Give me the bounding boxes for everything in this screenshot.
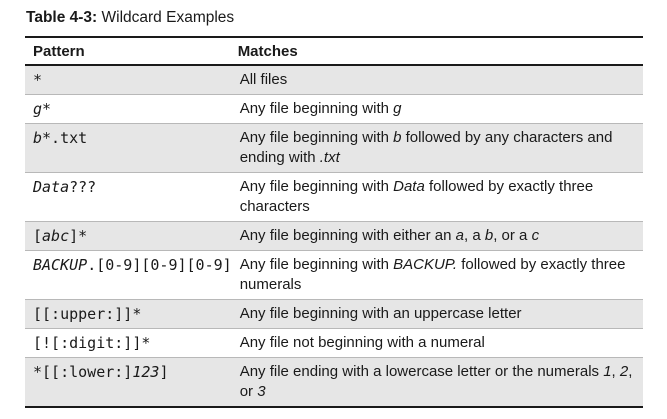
text: .[0-9][0-9][0-9] — [87, 256, 232, 274]
matches-cell: Any file beginning with an uppercase let… — [231, 299, 643, 329]
matches-cell: Any file not beginning with a numeral — [231, 328, 643, 358]
table-row: BACKUP.[0-9][0-9][0-9]Any file beginning… — [25, 250, 643, 300]
text: Any file beginning with — [239, 256, 394, 273]
italic-text: c — [531, 227, 540, 244]
text: [ — [33, 227, 43, 245]
italic-text: abc — [42, 227, 70, 245]
text: followed by any characters and ending wi… — [239, 129, 613, 166]
text: *[[:lower:] — [33, 363, 133, 381]
matches-cell: Any file beginning with BACKUP. followed… — [231, 250, 643, 300]
text: ]* — [69, 227, 88, 245]
table-row: [[:upper:]]* Any file beginning with an u… — [25, 299, 643, 329]
pattern-cell: Data??? — [25, 172, 232, 222]
matches-cell: Any file beginning with Data followed by… — [231, 172, 643, 222]
text: , or — [239, 363, 633, 400]
pattern-cell: g* — [25, 94, 232, 124]
table-caption: Table 4-3: Wildcard Examples — [26, 9, 234, 27]
italic-text: BACKUP — [33, 256, 88, 274]
italic-text: b — [33, 129, 43, 147]
matches-cell: Any file ending with a lowercase letter … — [231, 357, 643, 407]
text: , — [611, 363, 620, 380]
text: Any file beginning with — [239, 100, 394, 117]
italic-text: g — [33, 100, 43, 118]
table-row: Data???Any file beginning with Data foll… — [25, 172, 643, 222]
matches-cell: Any file beginning with b followed by an… — [231, 123, 643, 173]
italic-text: 1 — [603, 363, 612, 380]
text: * — [42, 100, 52, 118]
matches-cell: All files — [231, 65, 643, 95]
text: ??? — [69, 178, 97, 196]
italic-text: 2 — [619, 363, 629, 380]
table-row: [![:digit:]]* Any file not beginning with… — [25, 328, 643, 358]
header-matches: Matches — [231, 37, 643, 66]
text: Any file not beginning with a numeral — [239, 334, 485, 351]
pattern-cell: [[:upper:]]* — [25, 299, 232, 329]
italic-text: g — [393, 100, 402, 117]
matches-cell: Any file beginning with either an a, a b… — [231, 221, 643, 251]
text: All files — [239, 71, 288, 88]
text: Any file beginning with — [239, 178, 394, 195]
text: Any file ending with a lowercase letter … — [239, 363, 604, 380]
table-row: * All files — [25, 65, 643, 95]
italic-text: Data — [33, 178, 70, 196]
table-caption-label: Table 4-3: — [26, 9, 98, 26]
text: , a — [464, 227, 485, 244]
text: , or a — [493, 227, 532, 244]
italic-text: b — [393, 129, 402, 146]
pattern-cell: [![:digit:]]* — [25, 328, 232, 358]
matches-cell: Any file beginning with g — [231, 94, 643, 124]
pattern-cell: *[[:lower:]123] — [25, 357, 232, 407]
text: Any file beginning with either an — [239, 227, 456, 244]
italic-text: Data — [393, 178, 425, 195]
italic-text: a — [455, 227, 465, 244]
pattern-cell: BACKUP.[0-9][0-9][0-9] — [25, 250, 232, 300]
table-header-row: Pattern Matches — [25, 37, 643, 66]
text: Any file beginning with an uppercase let… — [239, 305, 522, 322]
table-row: [abc]*Any file beginning with either an … — [25, 221, 643, 251]
pattern-cell: [abc]* — [25, 221, 232, 251]
text: [[:upper:]]* — [33, 305, 142, 323]
table-row: g*Any file beginning with g — [25, 94, 643, 124]
italic-text: 123 — [132, 363, 160, 381]
table-row: *[[:lower:]123]Any file ending with a lo… — [25, 357, 643, 407]
table-caption-title: Wildcard Examples — [97, 9, 235, 26]
italic-text: 3 — [257, 383, 266, 400]
italic-text: BACKUP. — [393, 256, 458, 273]
header-pattern: Pattern — [25, 37, 232, 66]
text: Any file beginning with — [239, 129, 394, 146]
pattern-cell: b*.txt — [25, 123, 232, 173]
text: [![:digit:]]* — [33, 334, 151, 352]
text: ] — [159, 363, 169, 381]
text: followed by exactly three characters — [239, 178, 594, 215]
text: * — [33, 71, 43, 89]
text: followed by exactly three numerals — [239, 256, 626, 293]
italic-text: .txt — [319, 149, 340, 166]
italic-text: b — [484, 227, 494, 244]
pattern-cell: * — [25, 65, 232, 95]
text: *.txt — [42, 129, 88, 147]
